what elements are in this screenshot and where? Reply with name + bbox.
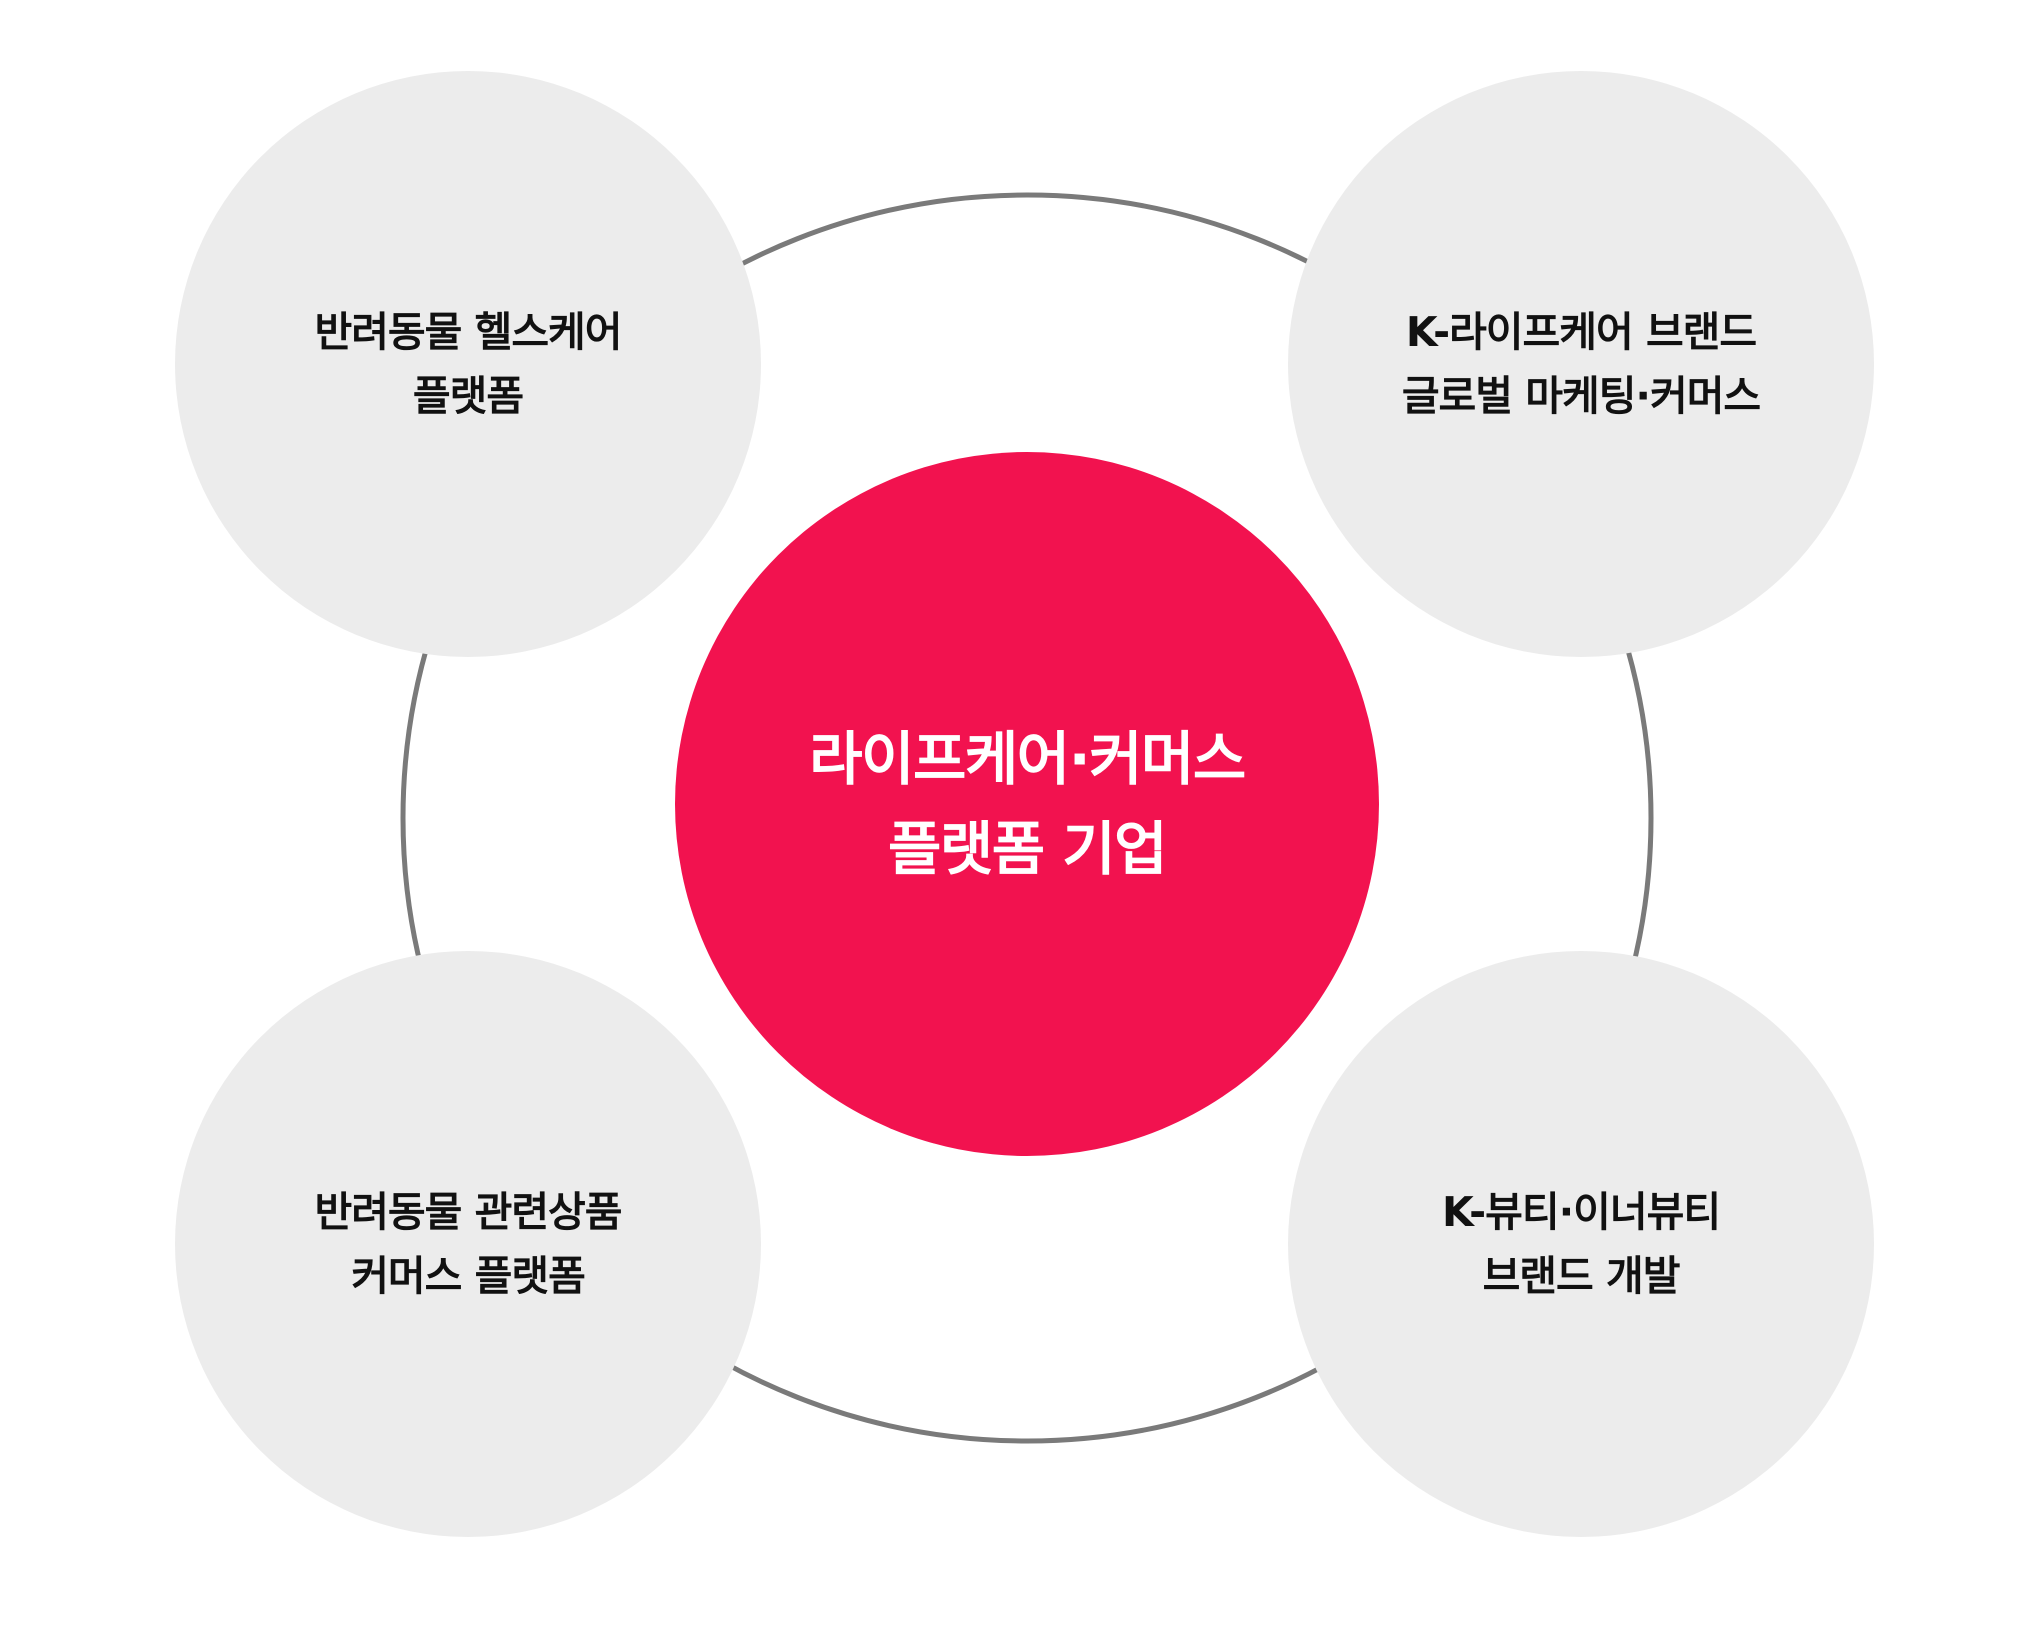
node-label-line2: 플랫폼: [412, 372, 524, 420]
center-label-line2: 플랫폼 기업: [888, 815, 1168, 883]
node-label-line1: 반려동물 관련상품: [314, 1188, 622, 1236]
center-core-circle: 라이프케어·커머스 플랫폼 기업: [675, 452, 1379, 1156]
node-label-line2: 브랜드 개발: [1482, 1252, 1681, 1300]
node-label-line2: 글로벌 마케팅·커머스: [1401, 372, 1761, 420]
node-label-line1: K-뷰티·이너뷰티: [1441, 1188, 1721, 1236]
node-label-line2: 커머스 플랫폼: [351, 1252, 586, 1300]
node-label-line1: 반려동물 헬스케어: [314, 308, 622, 356]
node-pet-products-commerce: 반려동물 관련상품 커머스 플랫폼: [175, 951, 761, 1537]
node-pet-healthcare-platform: 반려동물 헬스케어 플랫폼: [175, 71, 761, 657]
node-k-lifecare-global-marketing: K-라이프케어 브랜드 글로벌 마케팅·커머스: [1288, 71, 1874, 657]
node-label-line1: K-라이프케어 브랜드: [1405, 308, 1757, 356]
center-label-line1: 라이프케어·커머스: [809, 725, 1246, 793]
node-k-beauty-brand-development: K-뷰티·이너뷰티 브랜드 개발: [1288, 951, 1874, 1537]
